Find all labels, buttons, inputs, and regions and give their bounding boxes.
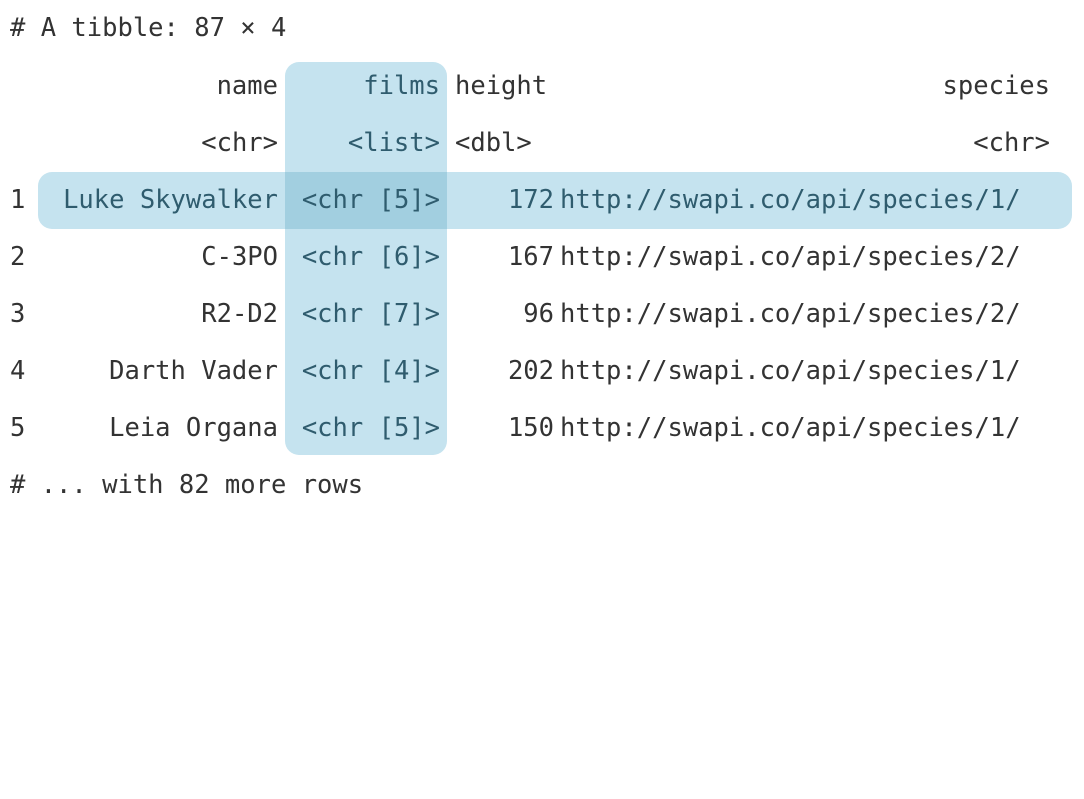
column-header-row: name films height species — [0, 58, 1084, 115]
column-type-height: <dbl> — [455, 128, 532, 158]
row-column-intersection-highlight — [285, 172, 447, 229]
cell-films: <chr [4]> — [301, 356, 440, 386]
row-index: 4 — [10, 356, 26, 386]
cell-name: Luke Skywalker — [63, 185, 278, 215]
cell-height: 202 — [507, 356, 554, 386]
row-index: 5 — [10, 413, 26, 443]
column-type-films: <list> — [347, 128, 440, 158]
cell-species: http://swapi.co/api/species/2/ — [560, 242, 1021, 272]
cell-height: 150 — [507, 413, 554, 443]
films-column-highlight — [285, 62, 447, 455]
row-index: 1 — [10, 185, 26, 215]
cell-name: R2-D2 — [201, 299, 278, 329]
cell-height: 167 — [507, 242, 554, 272]
column-header-name: name — [216, 71, 278, 101]
row-index: 3 — [10, 299, 26, 329]
column-type-species: <chr> — [973, 128, 1050, 158]
cell-films: <chr [5]> — [301, 185, 440, 215]
cell-films: <chr [5]> — [301, 413, 440, 443]
cell-height: 172 — [507, 185, 554, 215]
table-row: 5 Leia Organa <chr [5]> 150 http://swapi… — [0, 400, 1084, 457]
column-header-films: films — [363, 71, 440, 101]
cell-name: Leia Organa — [109, 413, 278, 443]
more-rows-footer: # ... with 82 more rows — [10, 470, 364, 500]
cell-films: <chr [7]> — [301, 299, 440, 329]
cell-species: http://swapi.co/api/species/1/ — [560, 185, 1021, 215]
tibble-title-line: # A tibble: 87 × 4 — [10, 13, 287, 43]
cell-name: Darth Vader — [109, 356, 278, 386]
column-header-height: height — [455, 71, 548, 101]
cell-species: http://swapi.co/api/species/1/ — [560, 356, 1021, 386]
cell-species: http://swapi.co/api/species/1/ — [560, 413, 1021, 443]
first-row-highlight — [38, 172, 1072, 229]
tibble-console-output: # A tibble: 87 × 4 name films height spe… — [0, 13, 1084, 500]
table-row: 2 C-3PO <chr [6]> 167 http://swapi.co/ap… — [0, 229, 1084, 286]
table-row: 3 R2-D2 <chr [7]> 96 http://swapi.co/api… — [0, 286, 1084, 343]
column-type-row: <chr> <list> <dbl> <chr> — [0, 115, 1084, 172]
table-row: 1 Luke Skywalker <chr [5]> 172 http://sw… — [0, 172, 1084, 229]
cell-height: 96 — [523, 299, 554, 329]
cell-name: C-3PO — [201, 242, 278, 272]
column-type-name: <chr> — [201, 128, 278, 158]
cell-films: <chr [6]> — [301, 242, 440, 272]
table-row: 4 Darth Vader <chr [4]> 202 http://swapi… — [0, 343, 1084, 400]
row-index: 2 — [10, 242, 26, 272]
cell-species: http://swapi.co/api/species/2/ — [560, 299, 1021, 329]
column-header-species: species — [942, 71, 1050, 101]
